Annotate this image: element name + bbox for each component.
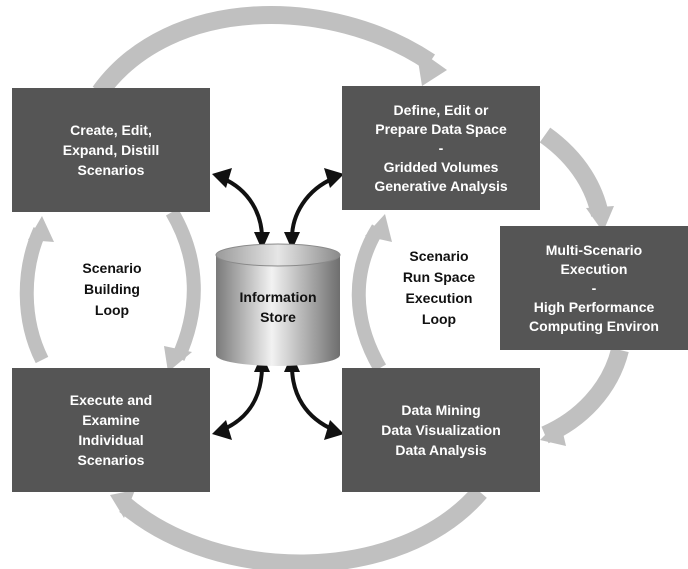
runspace-loop-line-2: Run Space: [402, 269, 476, 285]
box-define-line-1: Define, Edit or: [393, 101, 489, 118]
box-define-line-2: Prepare Data Space: [375, 120, 507, 137]
runspace-loop-line-3: Execution: [405, 290, 473, 306]
box-multi-line-2: Execution: [560, 260, 628, 277]
box-multi-scenario-execution: Multi-Scenario Execution - High Performa…: [500, 226, 688, 350]
building-loop-line-3: Loop: [94, 302, 130, 318]
runspace-loop-arrowhead-up: [365, 214, 392, 242]
box-execute-line-2: Examine: [82, 412, 140, 428]
box-multi-line-3: -: [591, 279, 597, 296]
box-define-line-3: -: [438, 139, 444, 156]
box-execute-line-4: Scenarios: [77, 452, 145, 468]
runspace-loop: [351, 224, 387, 372]
outer-arc-right-lower: [541, 347, 629, 444]
building-loop-arrowhead-down: [164, 346, 192, 372]
box-data-mining: Data Mining Data Visualization Data Anal…: [342, 368, 540, 492]
information-store-label: Information Store: [216, 287, 340, 327]
box-create-line-3: Scenarios: [77, 162, 145, 178]
outer-arrowhead-top: [416, 48, 447, 86]
connector-arrowhead-create: [212, 168, 232, 188]
outer-arrowhead-right-upper: [586, 206, 614, 232]
outer-arc-top: [92, 5, 436, 98]
building-loop-left: [19, 227, 49, 364]
building-loop-arrowhead-up: [28, 216, 54, 242]
box-create-edit-scenarios: Create, Edit, Expand, Distill Scenarios: [12, 88, 210, 212]
box-define-data-space: Define, Edit or Prepare Data Space - Gri…: [342, 86, 540, 210]
box-mining-line-3: Data Analysis: [395, 442, 487, 458]
box-multi-line-1: Multi-Scenario: [545, 241, 643, 258]
runspace-loop-line-4: Loop: [421, 311, 457, 327]
store-line-1: Information: [239, 289, 317, 305]
box-execute-line-3: Individual: [78, 432, 144, 448]
building-loop-line-1: Scenario: [82, 260, 142, 276]
outer-arc-bottom: [119, 486, 487, 569]
box-define-line-4: Gridded Volumes: [383, 158, 499, 175]
outer-arrowhead-right-lower: [540, 420, 566, 446]
connector-arrowhead-store-1: [254, 232, 270, 250]
box-multi-line-5: Computing Environ: [529, 317, 659, 334]
label-scenario-building-loop: Scenario Building Loop: [60, 258, 164, 321]
store-line-2: Store: [260, 309, 296, 325]
connector-store-mining: [290, 365, 335, 432]
connector-store-define: [290, 176, 335, 239]
box-execute-examine-scenarios: Execute and Examine Individual Scenarios: [12, 368, 210, 492]
outer-arrowhead-bottom: [110, 490, 135, 518]
connector-arrowhead-define: [324, 168, 344, 188]
box-execute-line-1: Execute and: [69, 392, 153, 408]
box-mining-line-1: Data Mining: [401, 402, 481, 418]
building-loop-line-2: Building: [84, 281, 140, 297]
outer-arc-right-upper: [539, 127, 609, 217]
connector-arrowhead-mining: [324, 420, 344, 440]
box-multi-line-4: High Performance: [533, 298, 655, 315]
connector-store-execute: [221, 365, 264, 432]
connector-store-create: [221, 176, 264, 239]
box-define-line-5: Generative Analysis: [374, 177, 508, 194]
label-scenario-run-space-loop: Scenario Run Space Execution Loop: [380, 246, 498, 330]
box-mining-line-2: Data Visualization: [381, 422, 501, 438]
box-create-line-2: Expand, Distill: [62, 142, 160, 158]
information-store-cylinder: [215, 243, 341, 366]
building-loop-right: [165, 208, 201, 361]
connector-arrowhead-store-2: [284, 232, 300, 250]
box-create-line-1: Create, Edit,: [70, 122, 152, 138]
runspace-loop-line-1: Scenario: [409, 248, 469, 264]
connector-arrowhead-execute: [212, 420, 232, 440]
